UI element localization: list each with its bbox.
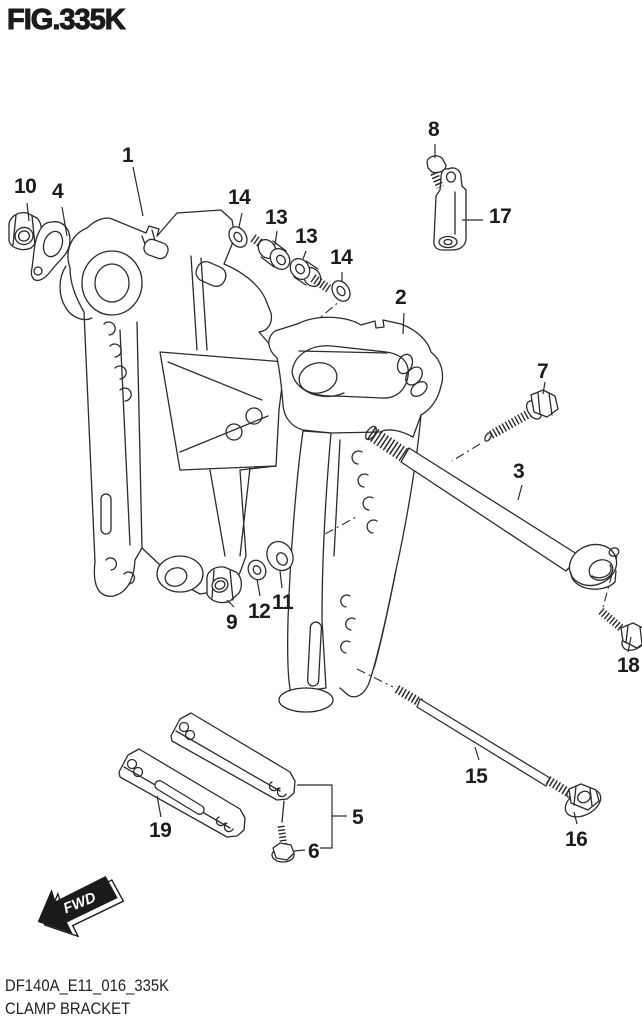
part-label-14b: 14	[330, 246, 353, 269]
part-7-bolt-drawing	[484, 389, 559, 442]
part-label-10: 10	[14, 175, 37, 198]
part-15-bolt-drawing	[394, 685, 574, 798]
figure-title: FIG.335K	[7, 4, 127, 37]
part-label-5: 5	[352, 806, 364, 829]
part-label-8: 8	[428, 118, 440, 141]
part-label-9: 9	[226, 611, 238, 634]
part-19-plate-drawing	[118, 748, 246, 838]
part-6-bolt-drawing	[271, 800, 295, 863]
part-label-18: 18	[617, 654, 640, 677]
leader-lines	[26, 144, 632, 852]
part-13-bolt-b-drawing	[289, 257, 332, 293]
part-label-1: 1	[122, 144, 134, 167]
part-3-shaft-drawing	[365, 425, 620, 590]
fwd-arrow: FWD	[37, 875, 125, 938]
part-label-11: 11	[272, 591, 294, 614]
part-label-3: 3	[513, 460, 525, 483]
part-label-12: 12	[248, 600, 271, 623]
part-2-clamp-bracket-drawing	[268, 316, 444, 713]
part-label-6: 6	[308, 840, 320, 863]
part-13-bolt-a-drawing	[250, 234, 291, 271]
part-8-bolt-drawing	[426, 155, 447, 189]
part-label-13a: 13	[265, 206, 288, 229]
part-1-clamp-bracket-drawing	[59, 209, 286, 597]
part-label-16: 16	[565, 828, 588, 851]
part-label-4: 4	[52, 180, 64, 203]
part-14-washer-b-drawing	[331, 280, 351, 302]
part-4-grommet-drawing	[30, 221, 71, 282]
part-17-bracket-drawing	[433, 167, 467, 251]
part-label-14a: 14	[228, 186, 251, 209]
part-label-7: 7	[537, 360, 549, 383]
part-11-washer-drawing	[266, 540, 294, 572]
part-label-15: 15	[465, 765, 488, 788]
part-5-plate-drawing	[170, 712, 296, 801]
part-label-17: 17	[489, 205, 512, 228]
part-16-nut-drawing	[564, 783, 602, 818]
part-10-nut-drawing	[8, 212, 43, 251]
part-18-bolt-drawing	[598, 607, 642, 651]
part-9-nut-drawing	[206, 566, 243, 604]
projection-lines	[291, 294, 618, 688]
part-label-2: 2	[395, 286, 407, 309]
part-14-washer-a-drawing	[228, 226, 248, 248]
drawing-caption: CLAMP BRACKET	[5, 1000, 131, 1018]
drawing-code: DF140A_E11_016_335K	[5, 977, 170, 995]
part-label-19: 19	[149, 819, 172, 842]
part-label-13b: 13	[295, 225, 318, 248]
part-12-washer-drawing	[247, 559, 267, 581]
